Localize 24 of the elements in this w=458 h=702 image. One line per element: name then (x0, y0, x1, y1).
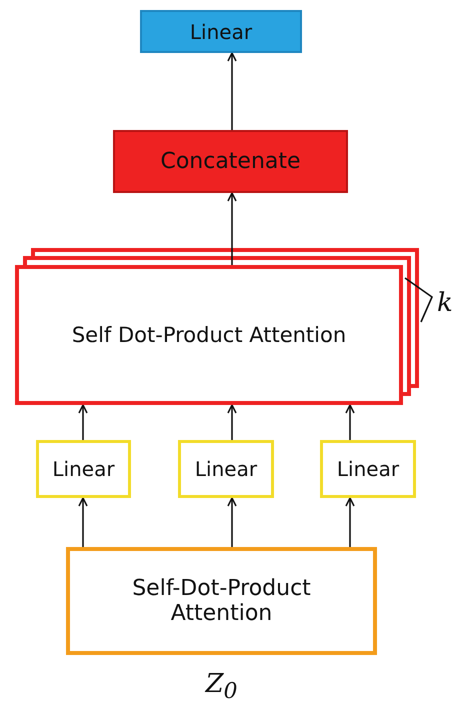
repeat-count-label: k (437, 288, 453, 318)
arrow (78, 497, 88, 547)
linear-layer-box (36, 440, 131, 498)
node-label: Linear (336, 457, 400, 481)
node-label: Self Dot-Product Attention (72, 323, 346, 347)
linear-layer-box (178, 440, 274, 498)
attention-box (66, 547, 377, 655)
attention-box (15, 265, 403, 405)
linear-layer-box (140, 10, 302, 53)
node-label: Linear (52, 457, 115, 481)
arrow (227, 52, 237, 130)
arrow (78, 404, 88, 440)
concatenate-box (113, 130, 348, 193)
arrow (345, 404, 355, 440)
linear-layer-box (320, 440, 416, 498)
node-label: Linear (190, 20, 252, 44)
input-label: Z$_{0}$ (206, 669, 238, 702)
arrow (227, 497, 237, 547)
node-label: Concatenate (160, 149, 301, 174)
node-label: Linear (194, 457, 258, 481)
arrow (227, 404, 237, 440)
arrow (227, 192, 237, 265)
node-label: Self-Dot-Product Attention (131, 576, 312, 626)
arrow (345, 497, 355, 547)
